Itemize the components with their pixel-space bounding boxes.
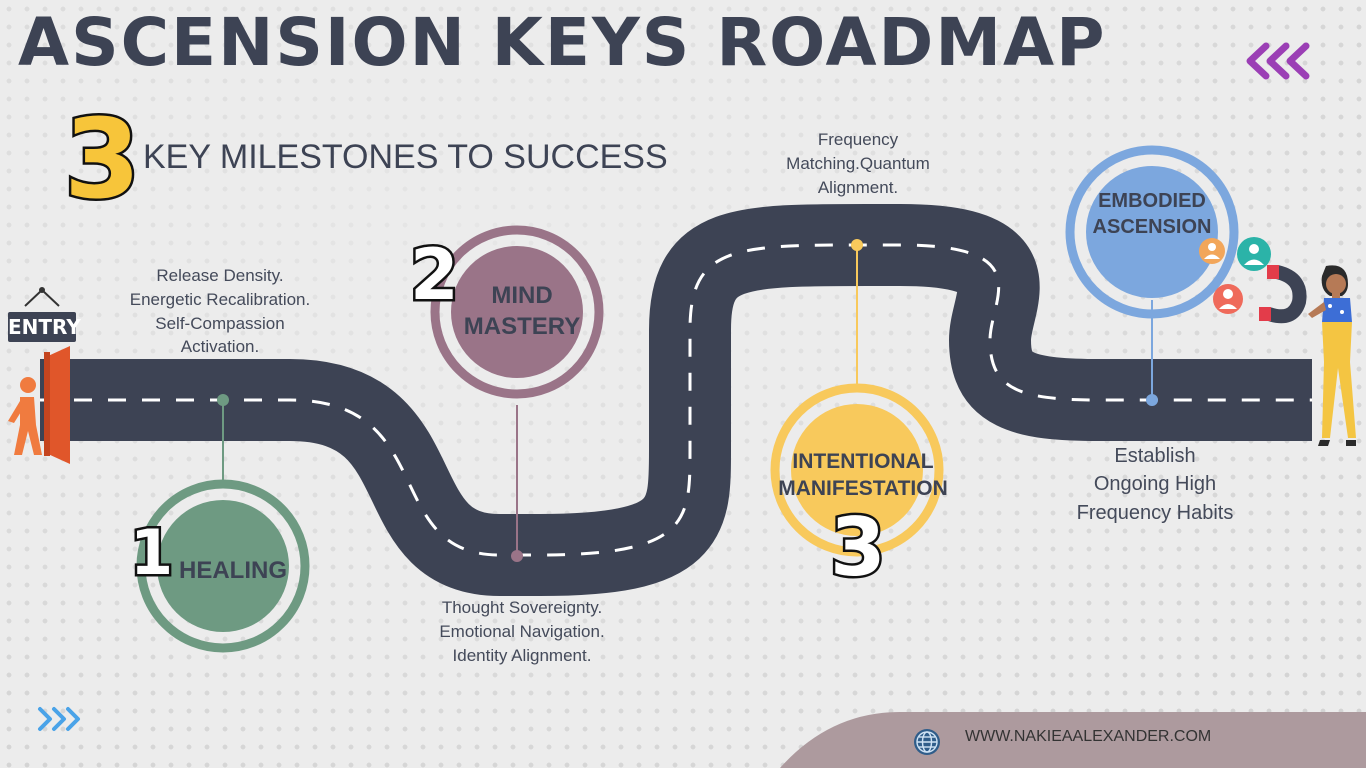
page-title: ASCENSION KEYS ROADMAP <box>18 4 1107 81</box>
milestone-3-circle <box>791 404 923 536</box>
milestone-4-circle <box>1086 166 1218 298</box>
milestone-4-description: Establish Ongoing High Frequency Habits <box>1076 445 1234 524</box>
entry-sign: ENTRY <box>8 312 81 342</box>
milestone-3-description: Frequency Matching.Quantum Alignment. <box>786 130 930 197</box>
milestone-4-ring <box>1065 145 1239 319</box>
milestone-2-dot <box>511 550 523 562</box>
woman-figure-icon <box>1308 265 1356 446</box>
milestone-2-circle <box>451 246 583 378</box>
subtitle: KEY MILESTONES TO SUCCESS <box>143 138 668 176</box>
back-chevrons-icon[interactable] <box>1240 40 1320 82</box>
walking-person-icon <box>8 377 42 455</box>
milestone-1-dot <box>217 394 229 406</box>
milestone-2-description: Thought Sovereignty. Emotional Navigatio… <box>439 598 605 665</box>
milestone-2-ring <box>430 225 604 399</box>
milestone-1-label: HEALING <box>179 557 287 584</box>
milestone-3-number: 3 <box>828 501 889 594</box>
subtitle-number: 3 <box>62 95 144 223</box>
milestone-1-ring <box>136 479 310 653</box>
milestone-3-ring <box>770 383 944 557</box>
milestone-3-label: INTENTIONAL MANIFESTATION <box>778 450 948 501</box>
milestone-2-number: 2 <box>408 234 462 316</box>
milestone-1-circle <box>157 500 289 632</box>
footer-url-link[interactable]: WWW.NAKIEAALEXANDER.COM <box>965 728 1212 745</box>
magnet-people-icon <box>1199 237 1307 324</box>
milestone-1-number: 1 <box>127 516 175 589</box>
milestone-4-dot <box>1146 394 1158 406</box>
milestone-3-dot <box>851 239 863 251</box>
road-lane-dashes <box>40 243 1312 557</box>
globe-icon <box>914 729 940 755</box>
milestone-4-label: EMBODIED ASCENSION <box>1092 190 1212 238</box>
milestone-1-description: Release Density. Energetic Recalibration… <box>129 266 311 357</box>
forward-chevrons-icon[interactable] <box>34 704 90 734</box>
milestone-2-label: MIND MASTERY <box>463 282 581 341</box>
entry-door-icon <box>24 287 70 464</box>
